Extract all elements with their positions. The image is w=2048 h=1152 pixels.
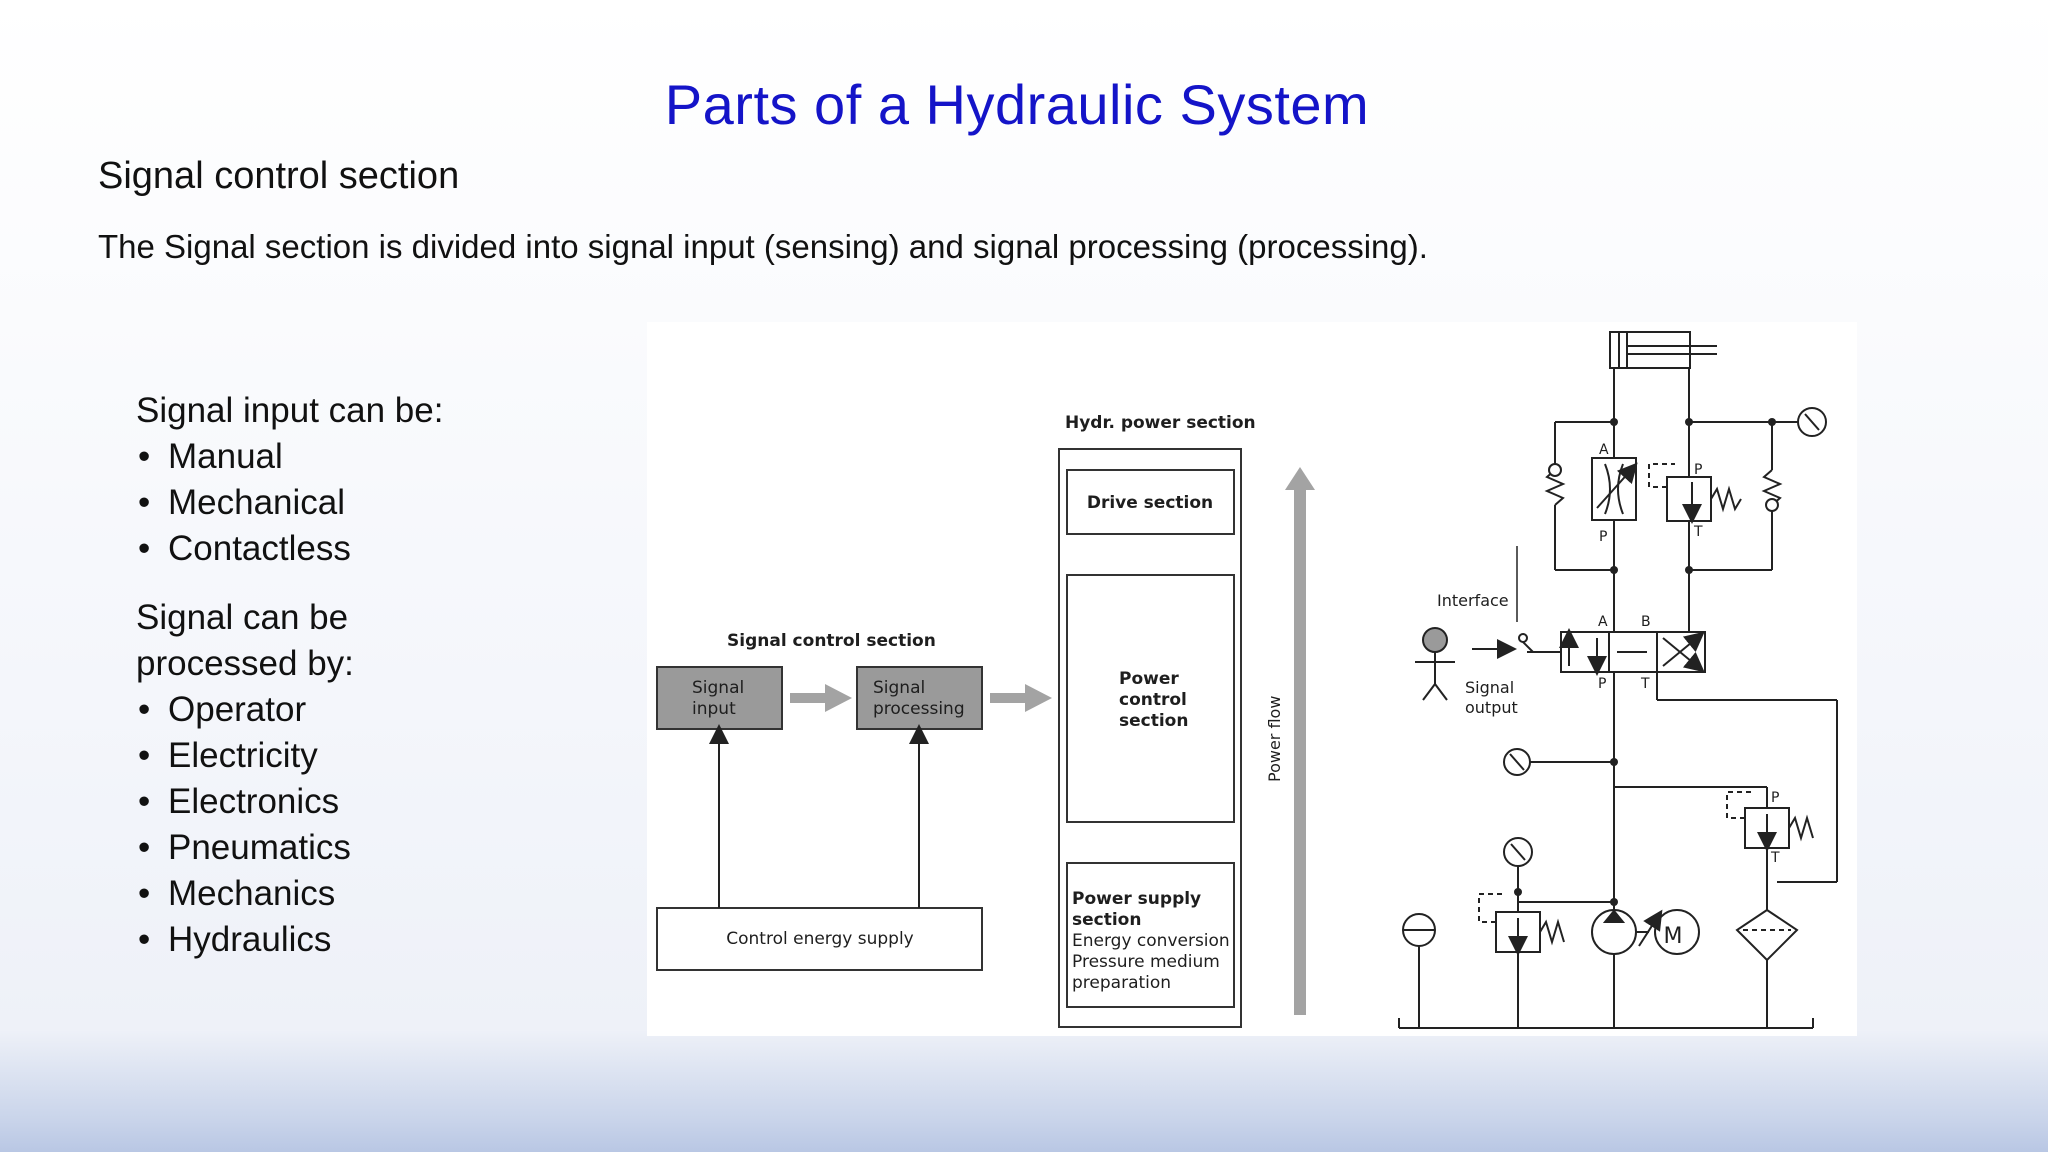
power-control-label: control [1119, 690, 1187, 710]
filter [1735, 908, 1799, 962]
cylinder [1609, 331, 1691, 369]
port-label: P [1694, 462, 1702, 478]
motor [1654, 909, 1700, 955]
signal-processing-box [856, 666, 983, 730]
port-label: P [1598, 676, 1606, 692]
power-supply-label: Power supply [1072, 889, 1201, 909]
power-supply-label: preparation [1072, 973, 1171, 993]
port-label: A [1598, 614, 1608, 630]
list-item: Manual [136, 434, 443, 480]
power-supply-label: Pressure medium [1072, 952, 1220, 972]
port-label: T [1770, 850, 1780, 866]
list-item: Hydraulics [136, 917, 354, 963]
signal-input-block: Signal input can be: Manual Mechanical C… [136, 388, 443, 572]
control-energy-supply-label: Control energy supply [726, 929, 914, 949]
signal-input-heading: Signal input can be: [136, 391, 444, 430]
section-description: The Signal section is divided into signa… [98, 228, 1428, 265]
port-label: B [1641, 614, 1651, 630]
port-label: P [1771, 790, 1779, 806]
signal-output-label: output [1465, 698, 1518, 717]
flow-arrow-2 [990, 684, 1052, 712]
hydr-power-section-label: Hydr. power section [1065, 413, 1256, 433]
list-item: Contactless [136, 526, 443, 572]
power-control-label: Power [1119, 669, 1179, 689]
signal-processing-list: Operator Electricity Electronics Pneumat… [136, 687, 354, 963]
port-label: T [1640, 676, 1650, 692]
interface-label: Interface [1437, 591, 1509, 610]
hydraulic-system-diagram: Signal control section Signal input Sign… [647, 322, 1857, 1036]
port-label: A [1599, 442, 1609, 458]
signal-output-label: Signal [1465, 678, 1514, 697]
signal-input-list: Manual Mechanical Contactless [136, 434, 443, 572]
drive-section-label: Drive section [1087, 493, 1213, 513]
power-flow-arrow-shaft [1294, 487, 1306, 1015]
signal-processing-label: processing [873, 699, 965, 719]
power-control-label: section [1119, 711, 1188, 731]
port-label: T [1693, 524, 1703, 540]
control-energy-supply-box [656, 907, 983, 971]
power-supply-label: Energy conversion [1072, 931, 1230, 951]
pressure-valve-top [1666, 476, 1712, 522]
section-heading: Signal control section [98, 155, 460, 197]
signal-input-box [656, 666, 783, 730]
list-item: Mechanical [136, 480, 443, 526]
power-flow-arrow-head [1285, 467, 1315, 490]
diagram-svg: Signal control section Signal input Sign… [656, 331, 1838, 1029]
signal-processing-block: Signal can be processed by: Operator Ele… [136, 595, 354, 963]
power-supply-section-box [1066, 862, 1235, 1008]
drive-section-box [1066, 469, 1235, 535]
motor-label: M [1664, 924, 1683, 949]
signal-processing-heading-line1: Signal can be [136, 598, 349, 637]
list-item: Electricity [136, 733, 354, 779]
signal-input-label: input [692, 699, 736, 719]
operator-figure [1422, 627, 1448, 653]
signal-processing-label: Signal [873, 678, 925, 698]
power-flow-label: Power flow [1265, 696, 1284, 782]
list-item: Mechanics [136, 871, 354, 917]
list-item: Operator [136, 687, 354, 733]
power-supply-label: section [1072, 910, 1141, 930]
signal-processing-heading-line2: processed by: [136, 644, 354, 683]
power-control-section-box [1066, 574, 1235, 823]
slide-title: Parts of a Hydraulic System [664, 73, 1370, 136]
flow-arrow-1 [790, 684, 852, 712]
port-label: P [1599, 529, 1607, 545]
list-item: Electronics [136, 779, 354, 825]
signal-input-label: Signal [692, 678, 744, 698]
signal-control-label: Signal control section [727, 631, 936, 651]
junction-dots [1514, 418, 1776, 906]
list-item: Pneumatics [136, 825, 354, 871]
